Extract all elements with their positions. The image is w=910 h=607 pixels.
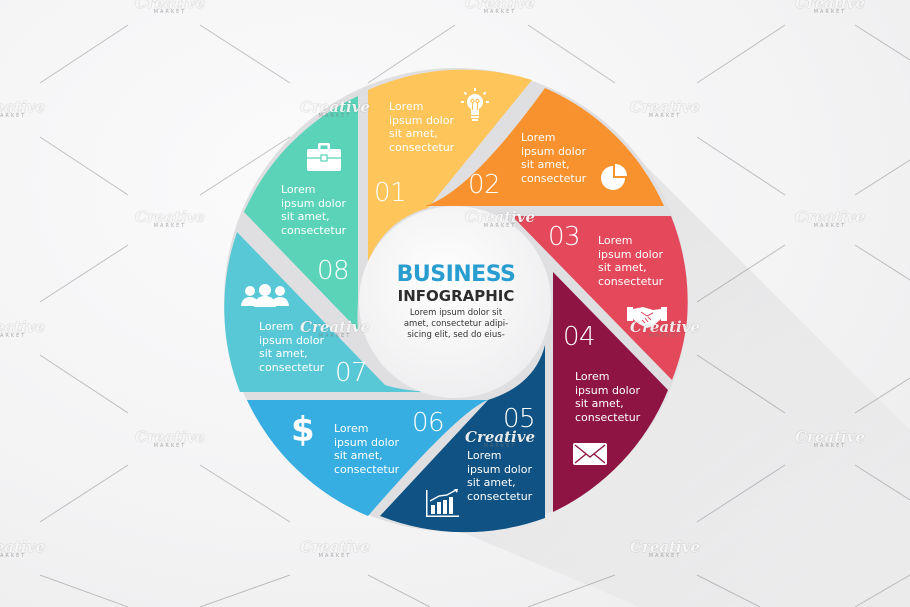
envelope-icon	[573, 443, 607, 465]
watermark-sub: MARKET	[648, 333, 682, 339]
watermark-brand: Creative	[795, 208, 865, 226]
watermark-sub: MARKET	[483, 443, 517, 449]
segment-07-text: Lorem ipsum dolor sit amet, consectetur	[259, 320, 325, 374]
segment-05[interactable]	[380, 345, 545, 533]
watermark-sub: MARKET	[153, 9, 187, 15]
segment-07-number: 07	[335, 358, 368, 388]
watermark-sub: MARKET	[483, 223, 517, 229]
segment-03[interactable]	[512, 216, 688, 380]
segment-01-number: 01	[374, 178, 407, 208]
briefcase-icon	[307, 143, 341, 171]
watermark-brand: Creative	[795, 0, 865, 12]
watermark-brand: Creative	[135, 428, 205, 446]
dollar-icon: $	[291, 410, 315, 450]
pie-chart-icon	[601, 164, 627, 190]
watermark-sub: MARKET	[648, 553, 682, 559]
watermark-brand: Creative	[135, 208, 205, 226]
watermark-brand: Creative	[135, 0, 205, 12]
watermark-brand: Creative	[300, 98, 370, 116]
watermark-brand: Creative	[465, 428, 535, 446]
segment-05-text: Lorem ipsum dolor sit amet, consectetur	[467, 449, 533, 503]
segment-08-text: Lorem ipsum dolor sit amet, consectetur	[281, 183, 347, 237]
watermark-sub: MARKET	[318, 113, 352, 119]
segment-08-number: 08	[317, 256, 350, 286]
lightbulb-icon	[461, 88, 489, 121]
watermark-sub: MARKET	[0, 333, 27, 339]
watermark-brand: Creative	[630, 538, 700, 556]
watermark-sub: MARKET	[483, 9, 517, 15]
watermark-sub: MARKET	[648, 113, 682, 119]
watermark-sub: MARKET	[0, 553, 27, 559]
watermark-sub: MARKET	[318, 553, 352, 559]
watermark-sub: MARKET	[153, 223, 187, 229]
watermark-brand: Creative	[630, 98, 700, 116]
segment-06[interactable]	[247, 400, 488, 516]
center-hub	[359, 206, 551, 398]
segment-06-text: Lorem ipsum dolor sit amet, consectetur	[334, 422, 400, 476]
watermark-brand: Creative	[630, 318, 700, 336]
center-title: BUSINESS	[396, 262, 516, 287]
segment-05-number: 05	[503, 404, 536, 434]
watermark-brand: Creative	[0, 538, 45, 556]
segment-01[interactable]	[368, 69, 532, 262]
watermark-brand: Creative	[300, 538, 370, 556]
watermark-brand: Creative	[0, 98, 45, 116]
watermark-sub: MARKET	[813, 223, 847, 229]
watermark-sub: MARKET	[318, 333, 352, 339]
segment-04-number: 04	[563, 322, 596, 352]
watermark-brand: Creative	[0, 318, 45, 336]
watermark-brand: Creative	[795, 428, 865, 446]
watermark-brand: Creative	[300, 318, 370, 336]
center-description: Lorem ipsum dolor sit amet, consectetur …	[403, 308, 509, 340]
segment-04-text: Lorem ipsum dolor sit amet, consectetur	[575, 370, 641, 424]
segment-07[interactable]	[224, 232, 430, 392]
handshake-icon	[627, 307, 667, 328]
segment-02-text: Lorem ipsum dolor sit amet, consectetur	[521, 131, 587, 185]
bar-chart-icon	[426, 489, 459, 517]
segment-03-number: 03	[548, 222, 581, 252]
segment-01-text: Lorem ipsum dolor sit amet, consectetur	[389, 100, 455, 154]
segment-06-number: 06	[412, 408, 445, 438]
watermark-sub: MARKET	[153, 443, 187, 449]
watermark-brand: Creative	[465, 0, 535, 12]
segment-03-text: Lorem ipsum dolor sit amet, consectetur	[598, 234, 664, 288]
people-icon	[241, 284, 289, 307]
segment-02-number: 02	[468, 170, 501, 200]
center-subtitle: INFOGRAPHIC	[397, 287, 515, 305]
watermark-sub: MARKET	[813, 9, 847, 15]
watermark-brand: Creative	[465, 208, 535, 226]
watermark-sub: MARKET	[0, 113, 27, 119]
watermark-sub: MARKET	[813, 443, 847, 449]
